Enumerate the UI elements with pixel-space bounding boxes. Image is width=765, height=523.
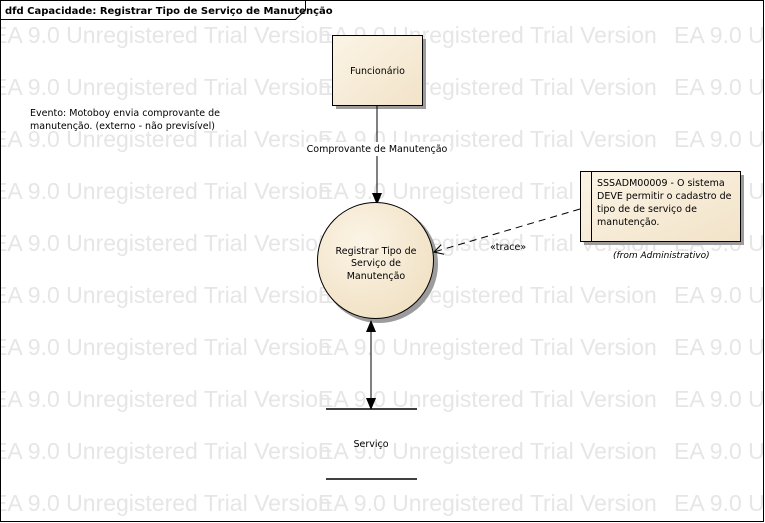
frame-title-tab	[0, 0, 306, 20]
process-label-line: Registrar Tipo de	[336, 246, 417, 257]
requirement-line: manutenção.	[597, 217, 659, 228]
event-note-line: manutenção. (externo - não previsível)	[30, 121, 215, 132]
watermark-text: EA 9.0 Unregistered Trial Version	[674, 126, 765, 152]
watermark-text: EA 9.0 Unregistered Trial Version	[0, 22, 331, 48]
watermark-text: EA 9.0 Unregistered Trial Version	[674, 22, 765, 48]
watermark-text: EA 9.0 Unregistered Trial Version	[0, 282, 331, 308]
watermark-text: EA 9.0 Unregistered Trial Version	[674, 438, 765, 464]
process-label-line: Serviço de	[351, 258, 401, 269]
watermark-text: EA 9.0 Unregistered Trial Version	[0, 178, 331, 204]
watermark-text: EA 9.0 Unregistered Trial Version	[318, 438, 657, 464]
trace-line	[432, 208, 581, 255]
flow-arrowhead	[372, 193, 382, 205]
process-node[interactable]: Registrar Tipo de Serviço de Manutenção	[317, 202, 439, 324]
watermark-text: EA 9.0 Unregistered Trial Version	[0, 126, 331, 152]
flow-label-bg	[304, 142, 450, 156]
datastore-label: Serviço	[353, 439, 388, 450]
watermark-text: EA 9.0 Unregistered Trial Version	[0, 334, 331, 360]
flow-arrowhead-up	[366, 320, 376, 332]
external-entity[interactable]: Funcionário	[332, 35, 427, 110]
flow-comprovante[interactable]: Comprovante de Manutenção	[304, 106, 450, 205]
event-note-line: Evento: Motoboy envia comprovante de	[30, 108, 220, 119]
requirement-line: tipo de de serviço de	[597, 204, 697, 215]
flow-servico[interactable]	[366, 320, 376, 410]
process-label-line: Manutenção	[347, 271, 406, 282]
watermark-text: EA 9.0 Unregistered Trial Version	[0, 490, 331, 516]
watermark-text: EA 9.0 Unregistered Trial Version	[318, 334, 657, 360]
watermark-text: EA 9.0 Unregistered Trial Version	[0, 438, 331, 464]
trace-dependency[interactable]: «trace»	[432, 208, 581, 255]
requirement-frame	[580, 171, 741, 242]
requirement-origin: (from Administrativo)	[613, 251, 710, 261]
watermark-text: EA 9.0 Unregistered Trial Version	[674, 334, 765, 360]
entity-label: Funcionário	[350, 66, 405, 77]
requirement-line: DEVE permitir o cadastro de	[597, 191, 732, 202]
flow-arrowhead-down	[366, 398, 376, 410]
frame-title: dfd Capacidade: Registrar Tipo de Serviç…	[5, 6, 333, 17]
watermark-text: EA 9.0 Unregistered Trial Version	[674, 386, 765, 412]
watermark-text: EA 9.0 Unregistered Trial Version	[674, 282, 765, 308]
requirement-line: SSSADM00009 - O sistema	[597, 178, 725, 189]
watermark-text: EA 9.0 Unregistered Trial Version	[0, 230, 331, 256]
event-note: Evento: Motoboy envia comprovante de man…	[30, 108, 220, 132]
watermark-text: EA 9.0 Unregistered Trial Version	[0, 386, 331, 412]
trace-label: «trace»	[490, 242, 526, 253]
watermark-text: EA 9.0 Unregistered Trial Version	[674, 490, 765, 516]
watermark-text: EA 9.0 Unregistered Trial Version	[0, 74, 331, 100]
process-circle	[317, 202, 434, 319]
data-store[interactable]: Serviço	[326, 408, 417, 480]
entity-box	[332, 35, 423, 106]
requirement-box[interactable]: SSSADM00009 - O sistema DEVE permitir o …	[580, 171, 745, 262]
watermark-text: EA 9.0 Unregistered Trial Version	[318, 490, 657, 516]
watermark-text: EA 9.0 Unregistered Trial Version	[674, 74, 765, 100]
flow-label: Comprovante de Manutenção	[307, 144, 448, 155]
